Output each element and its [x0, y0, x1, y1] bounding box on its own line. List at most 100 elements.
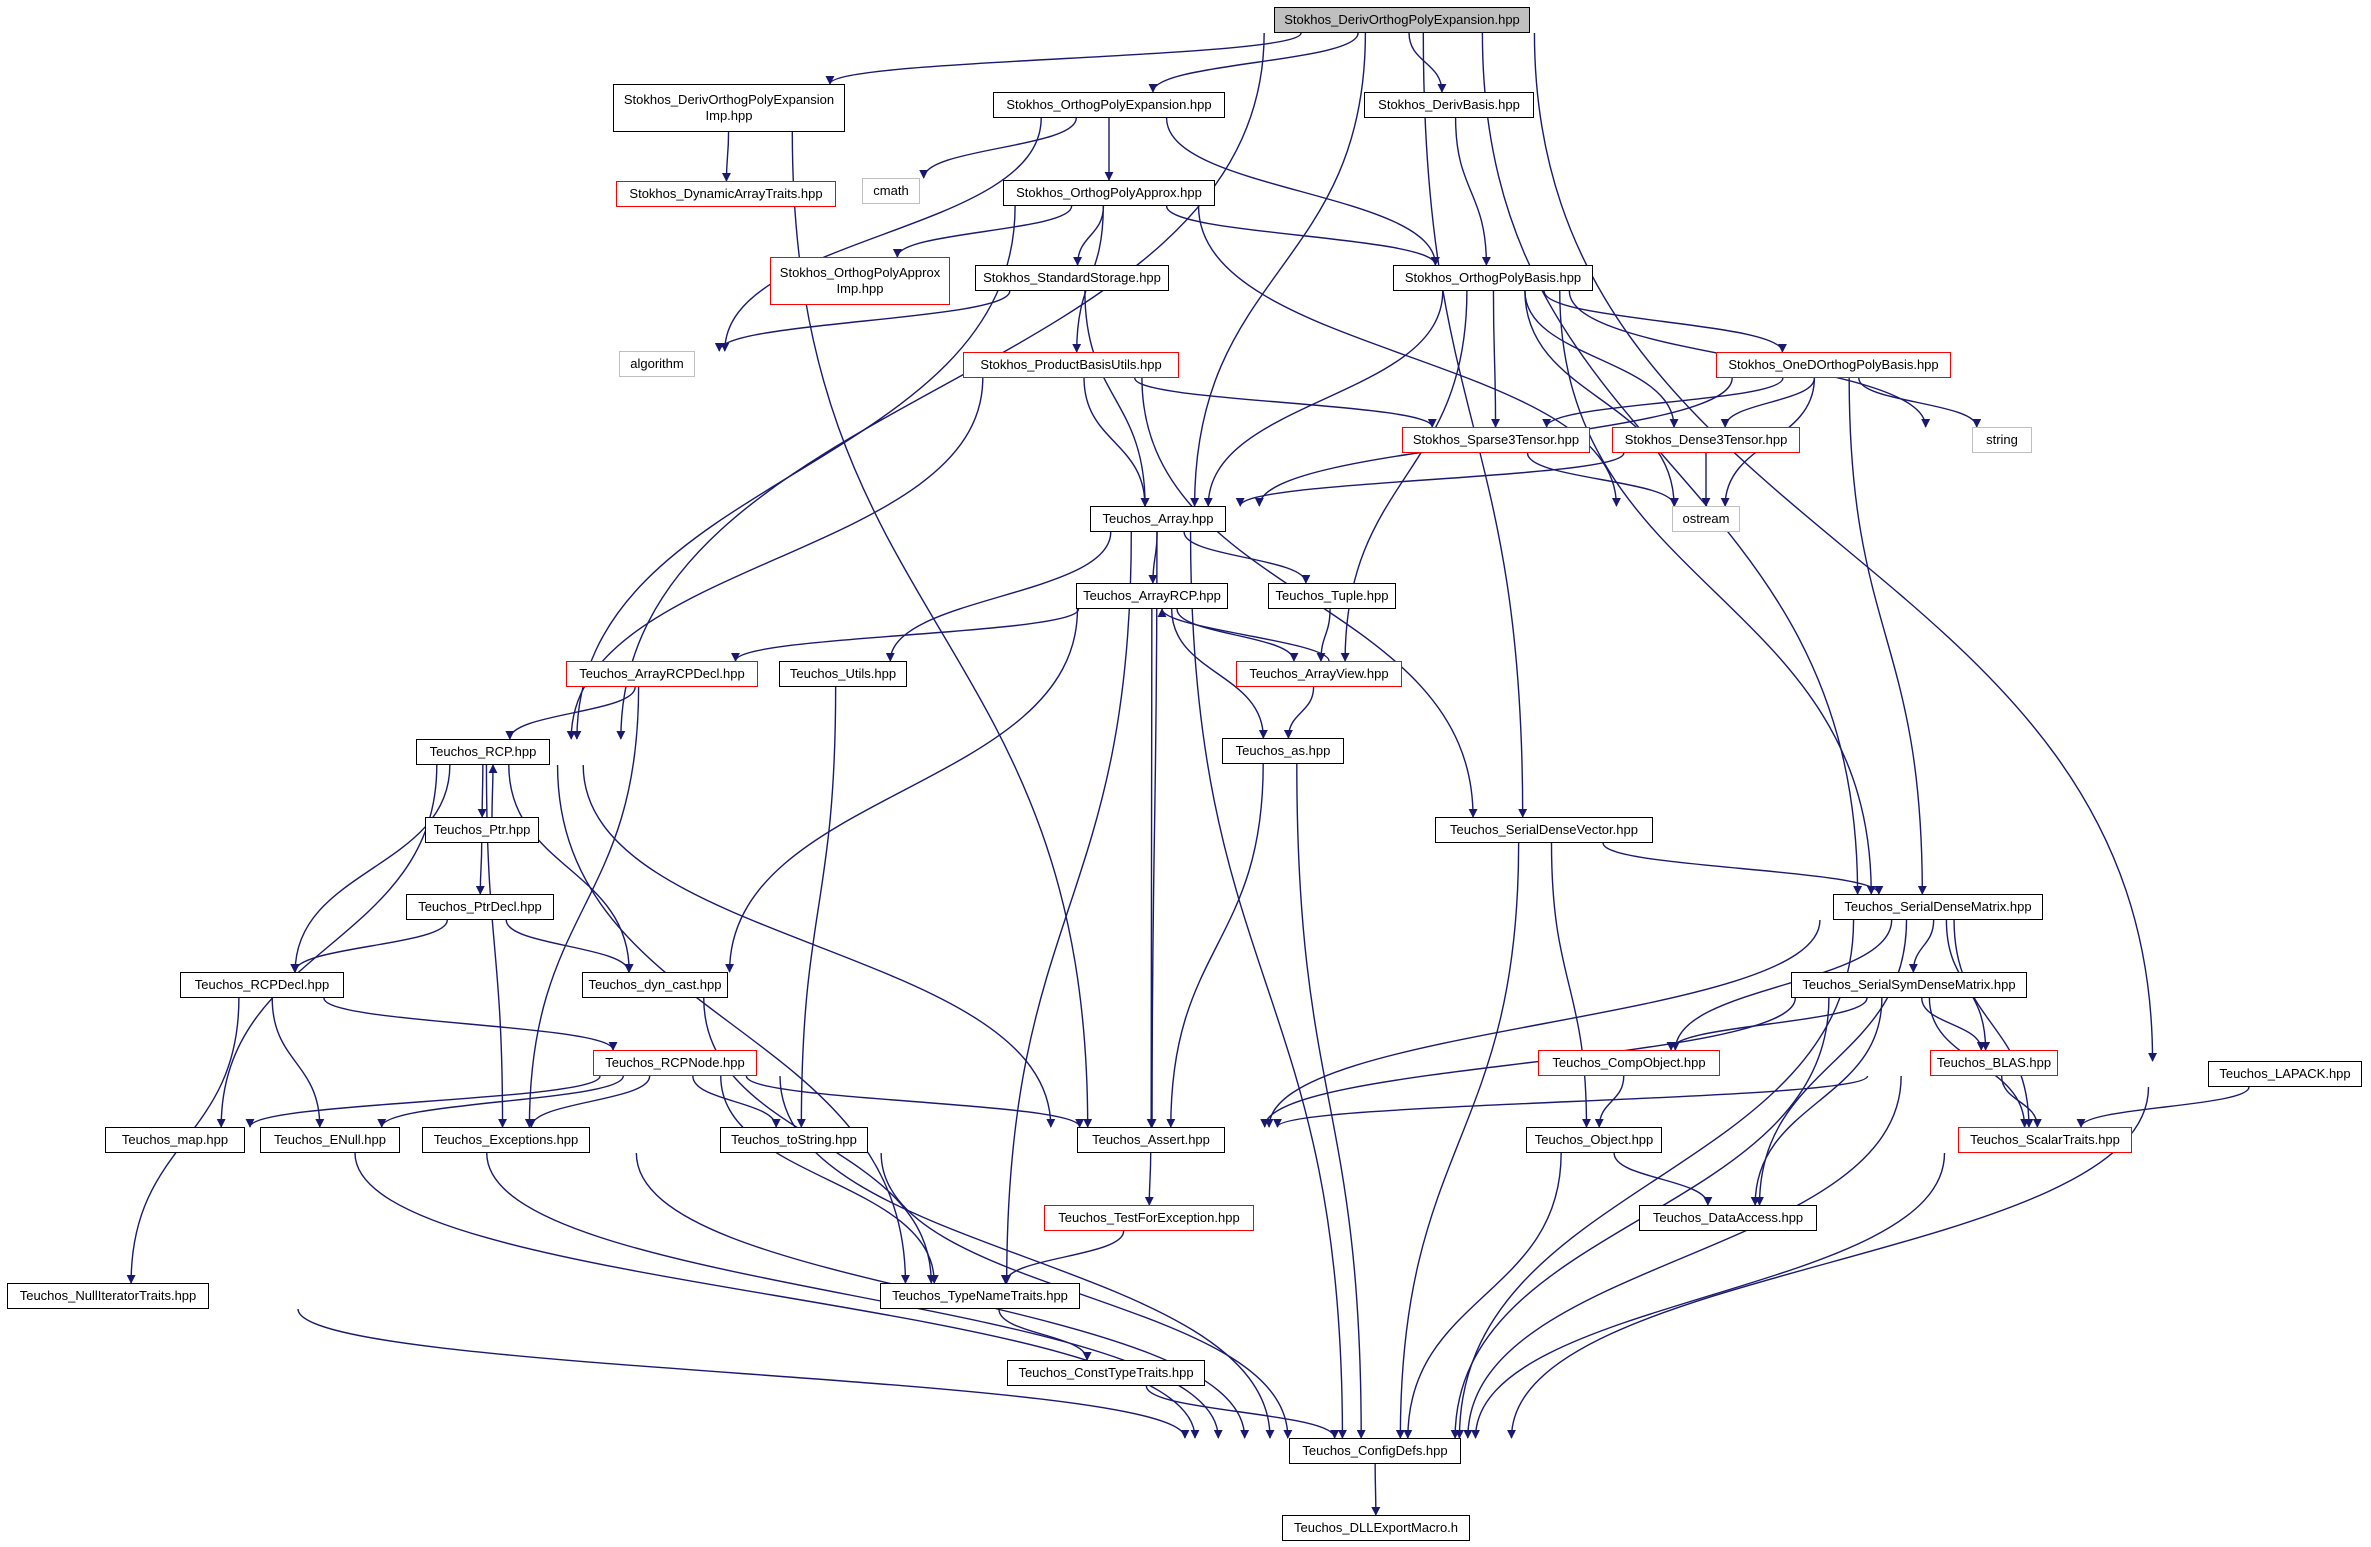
node-teuchos-serialdensevector[interactable]: Teuchos_SerialDenseVector.hpp [1435, 817, 1653, 843]
node-teuchos-compobject[interactable]: Teuchos_CompObject.hpp [1538, 1050, 1720, 1076]
edge-root-to-expimp [825, 32, 1302, 85]
node-teuchos-scalartraits[interactable]: Teuchos_ScalarTraits.hpp [1958, 1127, 2132, 1153]
edge-tarrayrcp-to-tarrayview [1176, 608, 1299, 662]
edge-stdstorage-to-algorithm [714, 290, 1011, 352]
edge-tptrdecl-to-tdyncast [505, 919, 634, 973]
edge-tptrdecl-to-trcpdecl [290, 919, 448, 973]
edge-onedopb-to-tsdm [1848, 377, 1927, 895]
edge-root-to-ope [1148, 32, 1359, 93]
edge-opb-to-ostream [1524, 290, 1679, 507]
node-teuchos-ptr[interactable]: Teuchos_Ptr.hpp [425, 817, 539, 843]
node-teuchos-array[interactable]: Teuchos_Array.hpp [1090, 506, 1226, 532]
edge-tarrayrcp-to-tassert [1146, 608, 1156, 1128]
node-teuchos-assert[interactable]: Teuchos_Assert.hpp [1077, 1127, 1225, 1153]
edge-onedopb-to-sparse3 [1542, 377, 1784, 428]
node-ostream[interactable]: ostream [1672, 506, 1740, 532]
node-stokhos-dense3tensor[interactable]: Stokhos_Dense3Tensor.hpp [1612, 427, 1800, 453]
edge-opa-to-opb [1165, 205, 1440, 266]
edge-tptr-to-trcp [488, 764, 498, 818]
node-stokhos-orthogpolyapprox-imp[interactable]: Stokhos_OrthogPolyApprox Imp.hpp [770, 257, 950, 305]
edge-trcpnode-to-tenull [377, 1075, 624, 1128]
edge-root-to-tsdv [1422, 32, 1528, 818]
edge-opa-to-trcp [572, 205, 1016, 740]
edge-onedopb-to-string [1858, 377, 1982, 428]
edge-tnulliter-to-tconfig [297, 1308, 1190, 1439]
node-teuchos-dyn-cast[interactable]: Teuchos_dyn_cast.hpp [582, 972, 728, 998]
edge-tarrayrcpdecl-to-texceptions [524, 686, 640, 1128]
node-teuchos-serialdensematrix[interactable]: Teuchos_SerialDenseMatrix.hpp [1833, 894, 2043, 920]
node-teuchos-nulliteratortraits[interactable]: Teuchos_NullIteratorTraits.hpp [7, 1283, 209, 1309]
node-teuchos-rcpdecl[interactable]: Teuchos_RCPDecl.hpp [180, 972, 344, 998]
node-stokhos-sparse3tensor[interactable]: Stokhos_Sparse3Tensor.hpp [1402, 427, 1590, 453]
node-stokhos-dynamicarraytraits[interactable]: Stokhos_DynamicArrayTraits.hpp [616, 181, 836, 207]
edge-tas-to-tconfig [1296, 763, 1366, 1439]
node-stokhos-orthogpolybasis[interactable]: Stokhos_OrthogPolyBasis.hpp [1393, 265, 1593, 291]
node-teuchos-testforexception[interactable]: Teuchos_TestForException.hpp [1044, 1205, 1254, 1231]
edge-ttostring-to-tconfig [880, 1152, 1293, 1439]
node-stokhos-productbasisutils[interactable]: Stokhos_ProductBasisUtils.hpp [963, 352, 1179, 378]
edge-ttestfor-to-ttypename [1000, 1230, 1125, 1284]
node-teuchos-arrayrcpdecl[interactable]: Teuchos_ArrayRCPDecl.hpp [566, 661, 758, 687]
edge-trcp-to-tmap [216, 764, 438, 1128]
node-string[interactable]: string [1972, 427, 2032, 453]
edge-tsdm-to-tconfig [1454, 919, 1855, 1439]
edge-tutils-to-ttostring [796, 686, 837, 1128]
node-teuchos-as[interactable]: Teuchos_as.hpp [1222, 738, 1344, 764]
node-stokhos-derivbasis[interactable]: Stokhos_DerivBasis.hpp [1364, 92, 1534, 118]
node-teuchos-rcp[interactable]: Teuchos_RCP.hpp [416, 739, 550, 765]
edge-trcpnode-to-ttypename [720, 1075, 939, 1284]
node-teuchos-enull[interactable]: Teuchos_ENull.hpp [260, 1127, 400, 1153]
node-cmath[interactable]: cmath [862, 178, 920, 204]
node-teuchos-map[interactable]: Teuchos_map.hpp [105, 1127, 245, 1153]
node-teuchos-dllexportmacro[interactable]: Teuchos_DLLExportMacro.h [1282, 1515, 1470, 1541]
node-stokhos-orthogpolyexpansion[interactable]: Stokhos_OrthogPolyExpansion.hpp [993, 92, 1225, 118]
node-teuchos-serialsymdensematrix[interactable]: Teuchos_SerialSymDenseMatrix.hpp [1791, 972, 2027, 998]
node-stokhos-derivorthogpolyexpansion[interactable]: Stokhos_DerivOrthogPolyExpansion.hpp [1274, 7, 1530, 33]
edge-tarrayrcp-to-tarrayrcpdecl [731, 608, 1080, 662]
edge-pbu-to-tarray [1083, 377, 1150, 507]
edge-tsdv-to-tconfig [1395, 842, 1520, 1439]
edge-tcompobj-to-tobject [1594, 1075, 1625, 1128]
edge-tarray-to-tconfig [1189, 531, 1347, 1439]
node-teuchos-tuple[interactable]: Teuchos_Tuple.hpp [1268, 583, 1396, 609]
node-teuchos-dataaccess[interactable]: Teuchos_DataAccess.hpp [1639, 1205, 1817, 1231]
edge-ope-to-algorithm [720, 117, 1042, 352]
edge-opb-to-tsdm [1559, 290, 1876, 895]
node-stokhos-derivorthogpolyexpansion-imp[interactable]: Stokhos_DerivOrthogPolyExpansion Imp.hpp [613, 84, 845, 132]
node-teuchos-lapack[interactable]: Teuchos_LAPACK.hpp [2208, 1061, 2362, 1087]
node-teuchos-ptrdecl[interactable]: Teuchos_PtrDecl.hpp [406, 894, 554, 920]
edge-tsdv-to-tsdm [1602, 842, 1884, 895]
node-teuchos-arrayview[interactable]: Teuchos_ArrayView.hpp [1236, 661, 1402, 687]
edge-tblas-to-tscalar [2000, 1075, 2042, 1128]
node-teuchos-blas[interactable]: Teuchos_BLAS.hpp [1930, 1050, 2058, 1076]
edge-sparse3-to-ostream [1526, 452, 1679, 507]
edge-ttypename-to-tconsttype [998, 1308, 1092, 1361]
node-stokhos-onedorthogpolybasis[interactable]: Stokhos_OneDOrthogPolyBasis.hpp [1716, 352, 1951, 378]
node-teuchos-exceptions[interactable]: Teuchos_Exceptions.hpp [422, 1127, 590, 1153]
node-teuchos-arrayrcp[interactable]: Teuchos_ArrayRCP.hpp [1076, 583, 1228, 609]
edge-tarrayrcp-to-tas [1170, 608, 1268, 739]
edge-tarrayrcpdecl-to-trcp [505, 686, 636, 740]
node-teuchos-rcpnode[interactable]: Teuchos_RCPNode.hpp [593, 1050, 757, 1076]
node-stokhos-standardstorage[interactable]: Stokhos_StandardStorage.hpp [975, 265, 1169, 291]
edge-tsdm-to-tdataaccess [1755, 919, 1908, 1206]
node-teuchos-utils[interactable]: Teuchos_Utils.hpp [779, 661, 907, 687]
node-teuchos-tostring[interactable]: Teuchos_toString.hpp [720, 1127, 868, 1153]
node-teuchos-consttypetraits[interactable]: Teuchos_ConstTypeTraits.hpp [1007, 1360, 1205, 1386]
node-teuchos-object[interactable]: Teuchos_Object.hpp [1526, 1127, 1662, 1153]
node-teuchos-typenametraits[interactable]: Teuchos_TypeNameTraits.hpp [880, 1283, 1080, 1309]
edge-ope-to-opb [1165, 117, 1440, 266]
node-stokhos-orthogpolyapprox[interactable]: Stokhos_OrthogPolyApprox.hpp [1003, 180, 1215, 206]
node-teuchos-configdefs[interactable]: Teuchos_ConfigDefs.hpp [1289, 1438, 1461, 1464]
edge-trcpdecl-to-tenull [271, 997, 325, 1128]
edge-trcp-to-ttypename [556, 764, 910, 1284]
edge-tblas-to-tassert [1273, 1075, 1869, 1128]
edge-tsdm-to-tscalar [1953, 919, 2034, 1128]
node-algorithm[interactable]: algorithm [619, 351, 695, 377]
edge-tarray-to-tassert [1147, 531, 1158, 1128]
edge-tblas-to-tconfig [1463, 1075, 1902, 1439]
edge-tconsttype-to-tconfig [1145, 1385, 1340, 1439]
edge-tconfig-to-tdll [1371, 1463, 1381, 1516]
edge-pbu-to-sparse3 [1134, 377, 1437, 428]
